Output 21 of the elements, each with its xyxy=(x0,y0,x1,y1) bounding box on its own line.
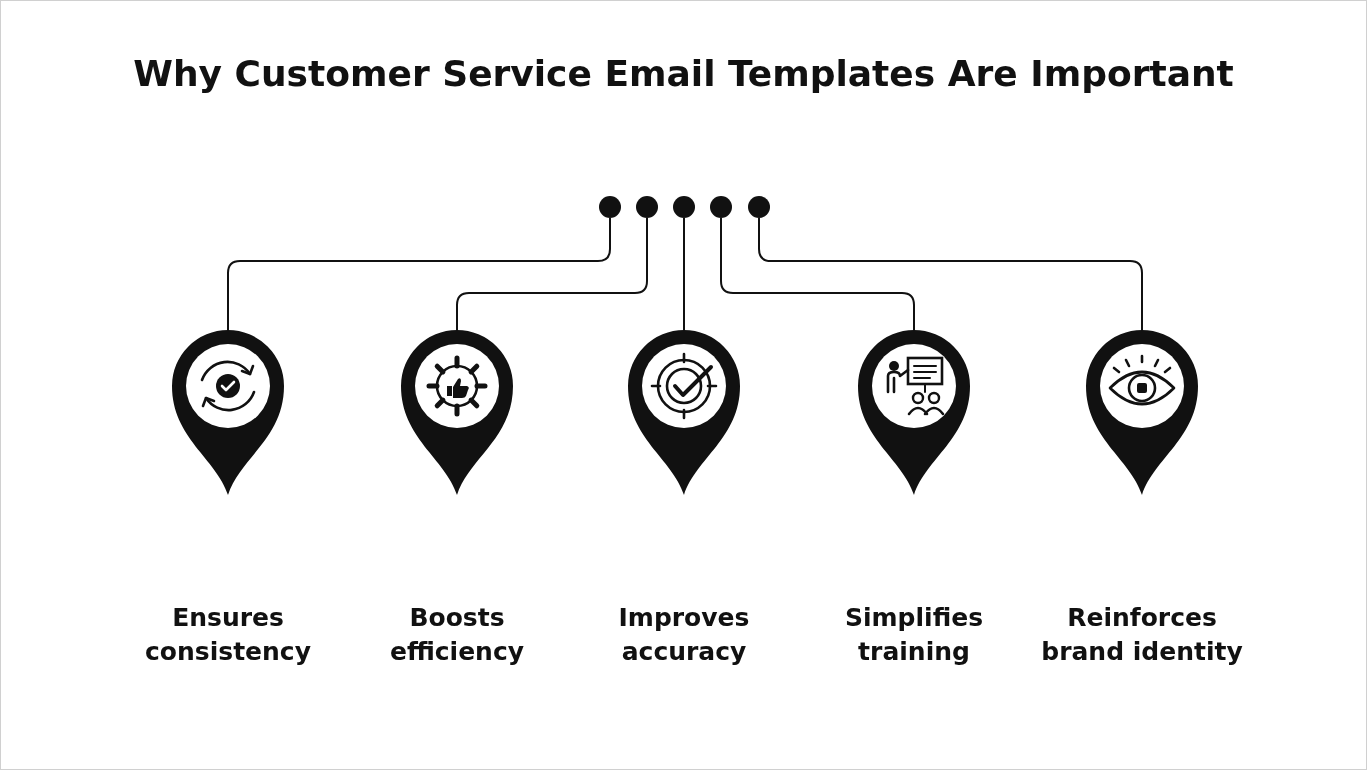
dot-marker xyxy=(636,196,658,218)
location-pin xyxy=(1086,330,1198,495)
location-pin xyxy=(858,330,970,495)
caption-text: Improves accuracy xyxy=(617,602,751,668)
dot-marker xyxy=(673,196,695,218)
caption-text: Boosts efficiency xyxy=(388,602,526,668)
caption-text: Reinforces brand identity xyxy=(1040,602,1244,668)
location-pin xyxy=(628,330,740,495)
dot-marker xyxy=(710,196,732,218)
connector-line xyxy=(758,217,1143,332)
caption-text: Ensures consistency xyxy=(144,602,312,668)
connector-line xyxy=(683,217,685,332)
caption-text: Simplifies training xyxy=(844,602,984,668)
connector-line xyxy=(456,217,648,332)
dot-marker xyxy=(599,196,621,218)
location-pin xyxy=(401,330,513,495)
connector-line xyxy=(720,217,915,332)
connector-line xyxy=(227,217,611,332)
title: Why Customer Service Email Templates Are Important xyxy=(133,53,1234,94)
dot-marker xyxy=(748,196,770,218)
location-pin xyxy=(172,330,284,495)
